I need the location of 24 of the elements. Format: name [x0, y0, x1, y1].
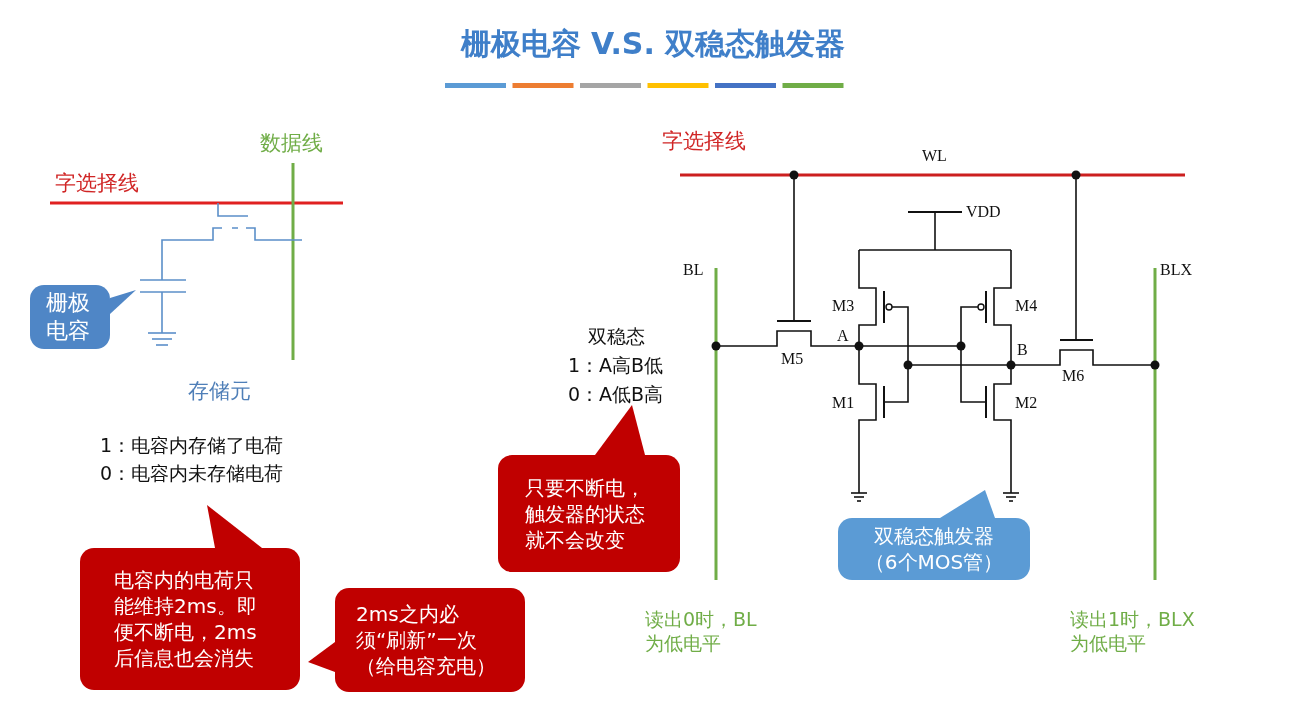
transistor-label: M1: [832, 393, 855, 413]
transistor-label: M3: [832, 296, 855, 316]
transistor-label: M2: [1015, 393, 1038, 413]
node-label: B: [1017, 340, 1028, 360]
line-label: 数据线: [260, 130, 323, 157]
note-text: 0：A低B高: [568, 383, 664, 407]
line-label: 字选择线: [55, 170, 139, 197]
note-text: 读出1时，BLX为低电平: [1070, 608, 1196, 656]
transistor-label: M6: [1062, 366, 1085, 386]
transistor-label: M4: [1015, 296, 1038, 316]
note-text: 双稳态: [588, 325, 645, 349]
node-label: A: [837, 326, 849, 346]
line-label: 字选择线: [662, 128, 746, 155]
circuit-label: VDD: [966, 202, 1001, 222]
circuit-label: WL: [922, 146, 947, 166]
circuit-label: BLX: [1160, 260, 1192, 280]
note-text: 0：电容内未存储电荷: [100, 462, 284, 486]
transistor-label: M5: [781, 349, 804, 369]
cell-label: 存储元: [188, 378, 251, 405]
circuit-label: BL: [683, 260, 704, 280]
note-text: 1：电容内存储了电荷: [100, 434, 284, 458]
note-text: 读出0时，BL为低电平: [645, 608, 758, 656]
slide-title: 栅极电容 V.S. 双稳态触发器: [459, 25, 847, 63]
note-text: 1：A高B低: [568, 354, 664, 378]
